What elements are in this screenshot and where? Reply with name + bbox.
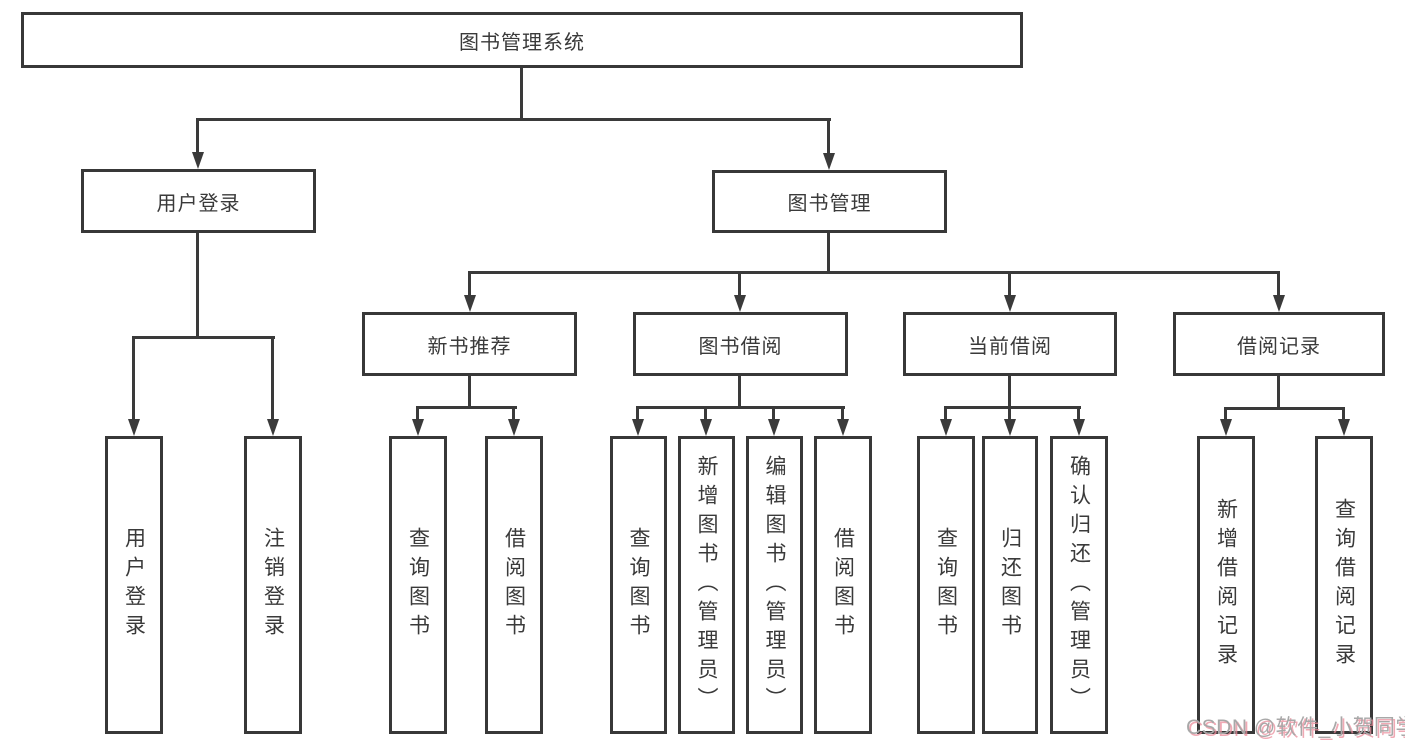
connector-line — [827, 118, 830, 156]
connector-line — [738, 376, 741, 406]
node-book-borrow: 图书借阅 — [633, 312, 848, 376]
node-new-book-recommend-label: 新书推荐 — [427, 335, 512, 358]
node-current-borrow-label: 当前借阅 — [968, 335, 1052, 358]
leaf-logout-label: 注销登录 — [261, 527, 285, 643]
connector-line — [827, 233, 830, 271]
connector-line — [468, 376, 471, 406]
connector-arrow — [1273, 295, 1285, 312]
connector-arrow — [464, 295, 476, 312]
connector-arrow — [837, 419, 849, 436]
node-current-borrow: 当前借阅 — [903, 312, 1117, 376]
connector-arrow — [508, 419, 520, 436]
connector-arrow — [768, 419, 780, 436]
node-new-book-recommend: 新书推荐 — [362, 312, 577, 376]
connector-arrow — [267, 419, 279, 436]
connector-line — [1008, 376, 1011, 406]
leaf-confirm-return-admin: 确认归还（管理员） — [1050, 436, 1108, 734]
connector-arrow — [940, 419, 952, 436]
leaf-edit-book-admin: 编辑图书（管理员） — [746, 436, 803, 734]
connector-line — [944, 406, 947, 422]
connector-line — [1277, 376, 1280, 407]
connector-line — [1077, 406, 1080, 422]
connector-arrow — [734, 295, 746, 312]
connector-line — [1224, 407, 1345, 410]
node-borrow-record-label: 借阅记录 — [1237, 335, 1321, 358]
connector-arrow — [700, 419, 712, 436]
leaf-add-borrow-record: 新增借阅记录 — [1197, 436, 1255, 734]
connector-line — [132, 336, 135, 422]
connector-arrow — [632, 419, 644, 436]
connector-line — [1224, 407, 1227, 422]
connector-line — [1008, 406, 1011, 422]
node-user-login: 用户登录 — [81, 169, 316, 233]
node-library-system-label: 图书管理系统 — [459, 31, 585, 54]
watermark: CSDN @软件_小贺同学 — [1186, 716, 1405, 739]
connector-line — [196, 118, 199, 155]
connector-line — [636, 406, 639, 422]
node-borrow-record: 借阅记录 — [1173, 312, 1385, 376]
connector-line — [196, 118, 831, 121]
leaf-current-query-book: 查询图书 — [917, 436, 975, 734]
connector-line — [512, 406, 515, 422]
leaf-return-book: 归还图书 — [982, 436, 1038, 734]
connector-line — [772, 406, 775, 422]
connector-line — [738, 271, 741, 295]
connector-arrow — [192, 152, 204, 169]
node-book-management-label: 图书管理 — [787, 193, 872, 215]
connector-line — [1342, 407, 1345, 422]
leaf-borrow-query-book-label: 查询图书 — [627, 527, 650, 643]
leaf-newbook-query-book-label: 查询图书 — [406, 527, 430, 643]
leaf-add-book-admin: 新增图书（管理员） — [678, 436, 735, 734]
leaf-user-login-label: 用户登录 — [122, 527, 146, 643]
leaf-query-borrow-record: 查询借阅记录 — [1315, 436, 1373, 734]
leaf-borrow-borrow-book: 借阅图书 — [814, 436, 872, 734]
leaf-add-book-admin-label: 新增图书（管理员） — [695, 454, 718, 716]
leaf-edit-book-admin-label: 编辑图书（管理员） — [763, 454, 786, 716]
node-book-management: 图书管理 — [712, 170, 947, 233]
connector-line — [1008, 271, 1011, 295]
connector-arrow — [823, 153, 835, 170]
connector-arrow — [412, 419, 424, 436]
connector-line — [1277, 271, 1280, 295]
connector-arrow — [1004, 419, 1016, 436]
leaf-logout: 注销登录 — [244, 436, 302, 734]
connector-line — [636, 406, 845, 409]
leaf-confirm-return-admin-label: 确认归还（管理员） — [1067, 454, 1091, 716]
leaf-borrow-query-book: 查询图书 — [610, 436, 667, 734]
leaf-current-query-book-label: 查询图书 — [934, 527, 958, 643]
connector-line — [468, 271, 471, 295]
leaf-newbook-query-book: 查询图书 — [389, 436, 447, 734]
connector-line — [520, 68, 523, 118]
leaf-newbook-borrow-book: 借阅图书 — [485, 436, 543, 734]
connector-line — [468, 271, 1280, 274]
connector-line — [196, 233, 199, 336]
node-user-login-label: 用户登录 — [156, 192, 241, 215]
connector-arrow — [128, 419, 140, 436]
connector-arrow — [1004, 295, 1016, 312]
connector-line — [704, 406, 707, 422]
leaf-newbook-borrow-book-label: 借阅图书 — [502, 527, 526, 643]
leaf-add-borrow-record-label: 新增借阅记录 — [1214, 498, 1238, 672]
connector-line — [841, 406, 844, 422]
leaf-return-book-label: 归还图书 — [998, 527, 1022, 643]
connector-line — [416, 406, 517, 409]
connector-line — [132, 336, 275, 339]
connector-arrow — [1073, 419, 1085, 436]
leaf-query-borrow-record-label: 查询借阅记录 — [1332, 498, 1356, 672]
connector-line — [416, 406, 419, 422]
connector-arrow — [1338, 419, 1350, 436]
connector-arrow — [1220, 419, 1232, 436]
connector-line — [271, 336, 274, 422]
leaf-user-login: 用户登录 — [105, 436, 163, 734]
leaf-borrow-borrow-book-label: 借阅图书 — [831, 527, 855, 643]
connector-line — [944, 406, 1081, 409]
node-book-borrow-label: 图书借阅 — [698, 335, 783, 358]
node-library-system: 图书管理系统 — [21, 12, 1023, 68]
